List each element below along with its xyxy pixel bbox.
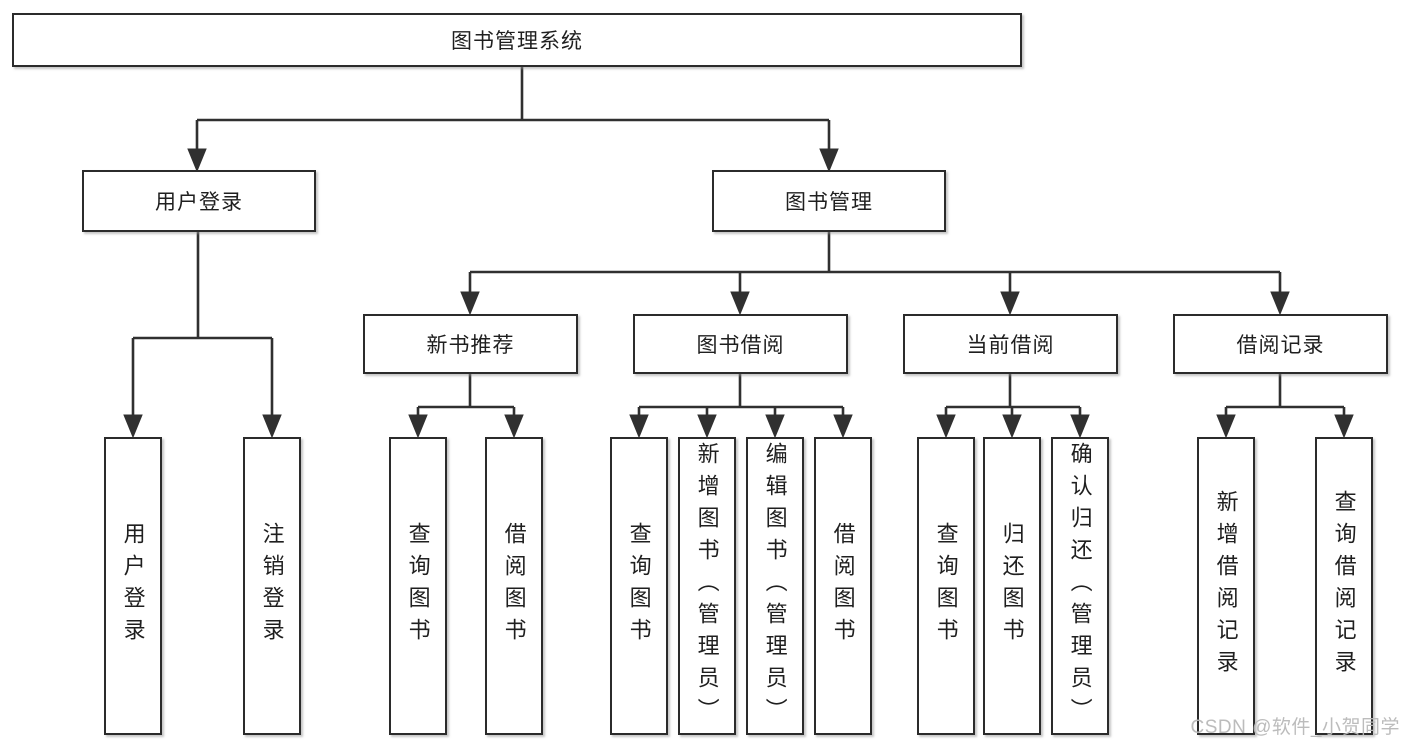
connector-book-borrowing-children <box>629 374 853 439</box>
connector-new-book-recommendation-children <box>408 374 524 439</box>
node-new-book-recommendation: 新书推荐 <box>363 314 578 374</box>
node-label: 当前借阅 <box>966 334 1055 357</box>
node-label: 用户登录 <box>155 191 243 214</box>
node-label: 图书管理系统 <box>451 30 583 53</box>
node-query-borrowing-record: 查询借阅记录 <box>1315 437 1373 735</box>
node-borrow-books-recommend: 借阅图书 <box>485 437 543 735</box>
node-label: 新书推荐 <box>426 334 515 357</box>
connector-root-to-level2 <box>187 67 839 173</box>
node-label: 归还图书 <box>999 522 1025 650</box>
node-label: 借阅图书 <box>501 522 527 650</box>
node-label: 图书借阅 <box>696 334 785 357</box>
node-query-books-current: 查询图书 <box>917 437 975 735</box>
node-book-management-module: 图书管理 <box>712 170 946 232</box>
node-label: 用户登录 <box>120 522 146 650</box>
node-label: 借阅记录 <box>1236 334 1325 357</box>
node-label: 编辑图书（管理员） <box>762 442 788 730</box>
node-query-books-borrowing: 查询图书 <box>610 437 668 735</box>
node-book-borrowing: 图书借阅 <box>633 314 848 374</box>
node-add-book-admin: 新增图书（管理员） <box>678 437 736 735</box>
node-user-login-module: 用户登录 <box>82 170 316 232</box>
node-label: 借阅图书 <box>830 522 856 650</box>
connector-user-login-children <box>123 232 282 439</box>
node-current-borrowing: 当前借阅 <box>903 314 1118 374</box>
node-return-book: 归还图书 <box>983 437 1041 735</box>
node-label: 新增借阅记录 <box>1213 490 1239 682</box>
node-logout-action: 注销登录 <box>243 437 301 735</box>
node-label: 查询图书 <box>626 522 652 650</box>
node-label: 查询借阅记录 <box>1331 490 1357 682</box>
node-edit-book-admin: 编辑图书（管理员） <box>746 437 804 735</box>
node-label: 图书管理 <box>785 191 873 214</box>
node-confirm-return-admin: 确认归还（管理员） <box>1051 437 1109 735</box>
node-user-login-action: 用户登录 <box>104 437 162 735</box>
node-label: 注销登录 <box>259 522 285 650</box>
node-label: 新增图书（管理员） <box>694 442 720 730</box>
connector-current-borrowing-children <box>936 374 1090 439</box>
csdn-watermark: CSDN @软件_小贺同学 <box>1190 717 1400 738</box>
node-borrow-books-borrowing: 借阅图书 <box>814 437 872 735</box>
node-add-borrowing-record: 新增借阅记录 <box>1197 437 1255 735</box>
connector-borrowing-records-children <box>1216 374 1354 439</box>
node-label: 查询图书 <box>933 522 959 650</box>
node-label: 查询图书 <box>405 522 431 650</box>
node-library-management-system: 图书管理系统 <box>12 13 1022 67</box>
connector-book-management-children <box>460 232 1290 316</box>
node-label: 确认归还（管理员） <box>1067 442 1093 730</box>
node-borrowing-records: 借阅记录 <box>1173 314 1388 374</box>
node-query-books-recommend: 查询图书 <box>389 437 447 735</box>
